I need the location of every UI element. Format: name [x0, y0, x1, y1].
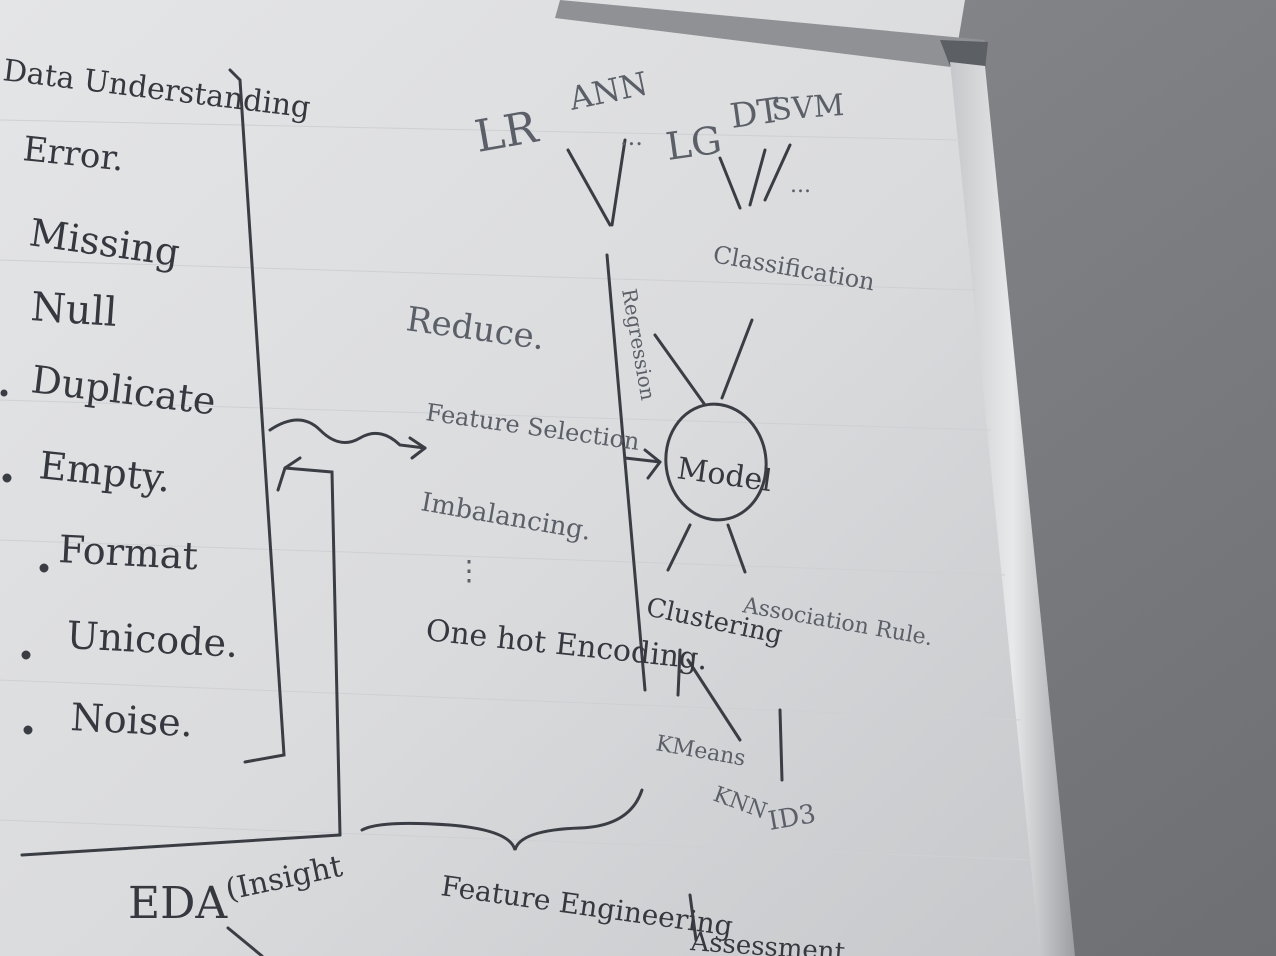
stroke-eda-down [226, 926, 264, 956]
left-box-bracket [228, 68, 286, 764]
line-clustering-down [676, 648, 682, 697]
board-ruling [0, 119, 1036, 861]
wavy-arrow [268, 418, 427, 450]
algo-dt: DT [728, 90, 783, 137]
v-line-left-b [610, 138, 627, 227]
middle-divider [605, 253, 647, 692]
left-list-item: Noise. [70, 695, 194, 745]
left-list-item: Format [58, 527, 199, 578]
algo-ellipsis-right: ... [790, 173, 811, 198]
line-association-down [778, 708, 784, 782]
middle-ellipsis: ⋮ [455, 554, 483, 587]
whiteboard-surface [0, 0, 1045, 956]
left-box-bottom-line [20, 833, 342, 857]
whiteboard-top-frame [555, 0, 985, 70]
spoke-association [726, 523, 747, 574]
bullet-dot [23, 725, 33, 735]
algo-lr: LR [471, 101, 543, 162]
bullet-dot [2, 473, 12, 483]
spoke-clustering [666, 523, 692, 572]
bullet-dot [0, 389, 8, 397]
model-input-arrow-head [643, 448, 662, 480]
spoke-regression [653, 333, 707, 407]
left-list-item: Null [29, 284, 118, 336]
whiteboard-right-frame [950, 62, 1075, 956]
v-line-right-b [748, 148, 767, 207]
v-line-right-c [763, 143, 792, 202]
model-input-arrow [623, 456, 662, 464]
spoke-classification [720, 318, 754, 400]
bullet-dot [39, 563, 49, 573]
algo-lg: LG [663, 118, 724, 169]
return-arrow-head [276, 456, 302, 492]
stroke-assessment [688, 893, 698, 942]
algo-svm: SVM [770, 88, 845, 128]
return-arrow-line [283, 466, 342, 837]
line-clustering-knn [686, 658, 742, 742]
ink-strokes [0, 68, 792, 956]
left-list-item: Unicode. [66, 613, 240, 666]
label-eda: EDA [128, 878, 228, 929]
model-circle [664, 402, 768, 522]
bullet-dot [21, 650, 31, 660]
wavy-arrow-head [408, 436, 427, 460]
v-line-right-a [718, 156, 742, 210]
feature-engineering-brace [360, 788, 644, 851]
v-line-left-a [566, 148, 612, 227]
algo-ellipsis-left: ... [620, 123, 643, 151]
